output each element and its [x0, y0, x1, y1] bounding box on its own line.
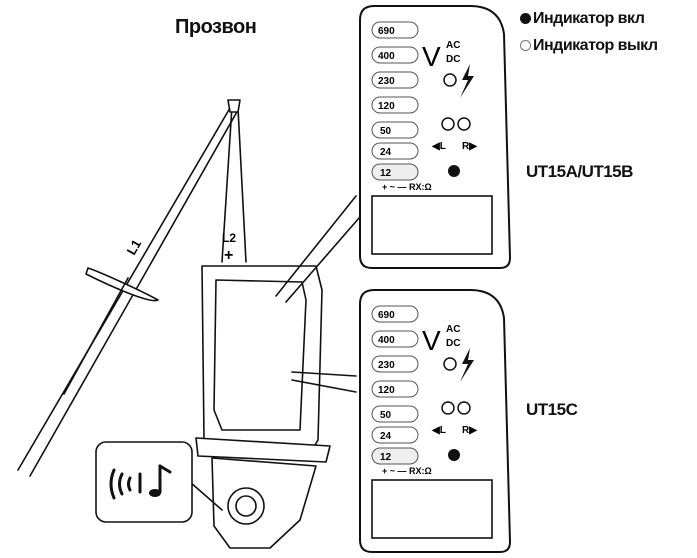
bottom-row-label: + ~ — RX:Ω — [382, 182, 432, 192]
voltage-50: 50 — [380, 126, 392, 137]
probe-l2 — [221, 99, 247, 263]
voltage-690: 690 — [378, 310, 395, 321]
legend-on-label: Индикатор вкл — [533, 10, 645, 27]
callout-line-top-a — [275, 195, 357, 297]
callout-line-top-b — [285, 209, 367, 303]
voltage-690: 690 — [378, 26, 395, 37]
left-label: ◀L — [431, 425, 446, 436]
model-label-bottom: UT15C — [526, 400, 578, 419]
indicator-on-dot — [520, 13, 531, 24]
v-symbol: V — [422, 41, 441, 72]
diagram-title: Прозвон — [175, 16, 257, 38]
led-l-off — [441, 117, 455, 131]
buzzer-sound-icon — [109, 464, 172, 500]
voltage-led-off — [443, 73, 457, 87]
panel-top: 690 400 230 120 50 24 12 V AC DC ◀L R▶ +… — [359, 5, 512, 269]
led-r-off — [457, 117, 471, 131]
lcd-display — [371, 195, 493, 255]
voltage-24: 24 — [380, 431, 392, 442]
note-head — [149, 489, 161, 497]
voltage-120: 120 — [378, 101, 395, 112]
legend-off-label: Индикатор выкл — [533, 37, 658, 54]
ac-label: AC — [446, 40, 460, 51]
voltage-24: 24 — [380, 147, 392, 158]
ac-label: AC — [446, 324, 460, 335]
panel-top-voltage-leds: 690 400 230 120 50 24 12 — [371, 21, 419, 181]
callout-line-sound — [189, 481, 223, 511]
dc-label: DC — [446, 338, 460, 349]
probe-l1-label: L1 — [124, 237, 145, 258]
voltage-230: 230 — [378, 360, 395, 371]
lcd-display — [371, 479, 493, 539]
legend-indicator-on: Индикатор вкл — [520, 10, 645, 28]
lightning-icon — [460, 348, 474, 382]
voltage-230: 230 — [378, 76, 395, 87]
lightning-icon — [460, 64, 474, 98]
probe-l2-plus: + — [224, 247, 233, 264]
voltage-led-off — [443, 357, 457, 371]
voltage-120: 120 — [378, 385, 395, 396]
voltage-400: 400 — [378, 335, 395, 346]
continuity-led-on — [448, 449, 460, 461]
left-label: ◀L — [431, 141, 446, 152]
tester-body — [195, 265, 331, 549]
voltage-12: 12 — [380, 452, 392, 463]
sound-icon-box — [95, 441, 193, 523]
continuity-led-on — [448, 165, 460, 177]
right-label: R▶ — [462, 141, 478, 152]
model-label-top: UT15A/UT15B — [526, 162, 633, 181]
led-l-off — [441, 401, 455, 415]
led-r-off — [457, 401, 471, 415]
right-label: R▶ — [462, 425, 478, 436]
panel-bottom: 690 400 230 120 50 24 12 V AC DC ◀L R▶ +… — [359, 289, 512, 553]
voltage-50: 50 — [380, 410, 392, 421]
voltage-12: 12 — [380, 168, 392, 179]
v-symbol: V — [422, 325, 441, 356]
dc-label: DC — [446, 54, 460, 65]
legend-indicator-off: Индикатор выкл — [520, 37, 658, 55]
bottom-row-label: + ~ — RX:Ω — [382, 466, 432, 476]
voltage-400: 400 — [378, 51, 395, 62]
callout-line-bottom-b — [291, 379, 357, 393]
probe-l2-label: L2 — [222, 231, 236, 245]
indicator-off-dot — [520, 40, 531, 51]
callout-line-bottom-a — [291, 371, 357, 377]
panel-bottom-voltage-leds: 690 400 230 120 50 24 12 — [371, 305, 419, 465]
